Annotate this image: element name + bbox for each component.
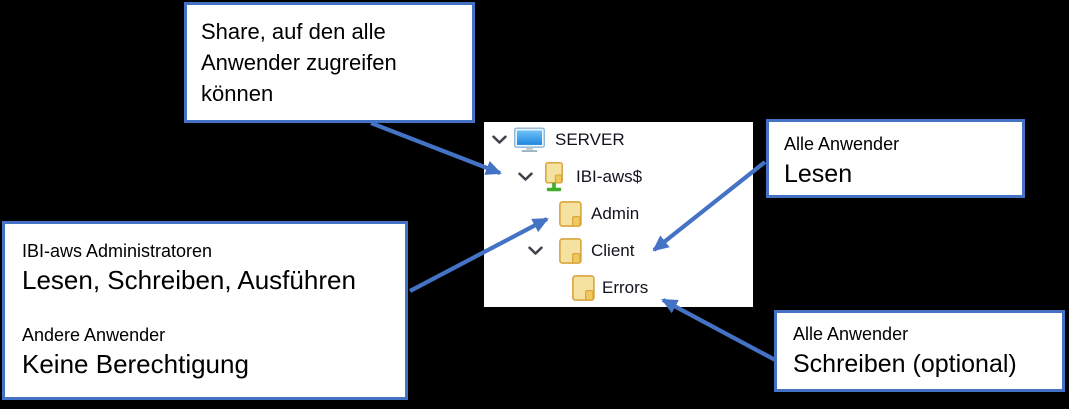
explorer-tree-panel: SERVER IBI-aws$ — [484, 122, 753, 307]
tree-item-label[interactable]: Errors — [602, 278, 649, 297]
computer-icon — [513, 127, 546, 153]
permission-group-value: Schreiben (optional) — [793, 350, 1017, 378]
permission-group-value: Lesen, Schreiben, Ausführen — [22, 265, 356, 295]
tree-item-label[interactable]: Client — [591, 241, 635, 260]
tree-item-ibi-aws-share[interactable]: IBI-aws$ — [484, 159, 753, 195]
callout-errors-permissions: Alle Anwender Schreiben (optional) — [774, 310, 1065, 392]
spacer — [22, 297, 388, 323]
callout-admin-permissions: IBI-aws Administratoren Lesen, Schreiben… — [2, 221, 408, 400]
permission-group-title: Alle Anwender — [793, 324, 909, 344]
shared-folder-icon — [542, 162, 566, 192]
tree-item-client[interactable]: Client — [484, 233, 753, 269]
folder-icon — [572, 275, 595, 301]
arrow-share-to-ibiaws — [370, 121, 502, 175]
permission-group-title: IBI-aws Administratoren — [22, 241, 213, 261]
tree-item-admin[interactable]: Admin — [484, 196, 753, 232]
arrow-schreiben-to-errors — [661, 298, 780, 364]
tree-item-errors[interactable]: Errors — [484, 270, 753, 306]
chevron-down-icon[interactable] — [492, 135, 507, 145]
permission-group-value: Keine Berechtigung — [22, 349, 249, 379]
chevron-down-icon[interactable] — [518, 172, 533, 182]
permission-group-title: Alle Anwender — [784, 134, 900, 154]
tree-item-label[interactable]: IBI-aws$ — [576, 167, 643, 186]
callout-client-permissions: Alle Anwender Lesen — [766, 119, 1025, 198]
tree-item-label[interactable]: Admin — [591, 204, 640, 223]
callout-share: Share, auf den alle Anwender zugreifen k… — [184, 2, 475, 123]
tree-item-label[interactable]: SERVER — [555, 130, 625, 149]
chevron-down-icon[interactable] — [528, 246, 543, 256]
permission-group-title: Andere Anwender — [22, 325, 166, 345]
folder-icon — [559, 201, 582, 227]
permission-group-value: Lesen — [784, 160, 853, 188]
folder-icon — [559, 238, 582, 264]
tree-item-server[interactable]: SERVER — [484, 122, 753, 158]
